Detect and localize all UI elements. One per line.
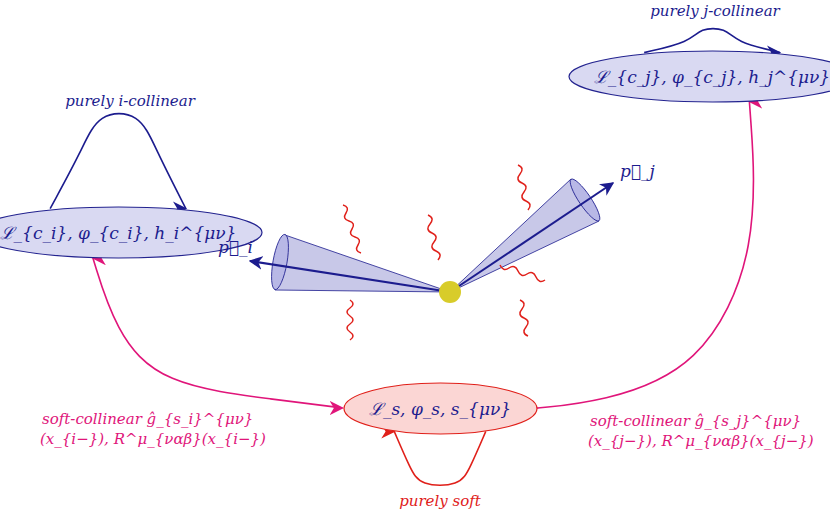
- momentum-label: p⃗_i: [218, 236, 253, 258]
- edge-label: purely j-collinear: [648, 2, 782, 20]
- edge-label-box: purely j-collinear: [630, 2, 800, 22]
- field-content: ℒ_{c_j}, φ_{c_j}, h_j^{μν}: [594, 65, 830, 88]
- jet-cone-right: [450, 176, 613, 292]
- ellipse-shape: [569, 51, 830, 102]
- soft-gluons: [343, 165, 545, 340]
- edge-label-box: purely soft: [380, 492, 500, 512]
- coupling-arrow: [538, 102, 754, 408]
- edge-label: soft-collinear ĝ_{s_i}^{μν}(x_{i−}), R^μ…: [40, 410, 268, 448]
- hard-vertex: [439, 281, 461, 303]
- momentum-label: p⃗_j: [620, 160, 655, 182]
- edge-label: soft-collinear ĝ_{s_j}^{μν}(x_{j−}), R^μ…: [588, 412, 816, 450]
- field-ellipse: ℒ_s, φ_s, s_{μν}: [343, 382, 538, 435]
- self-loop-arrow: [50, 114, 186, 209]
- edge-label: purely soft: [397, 492, 483, 510]
- self-loop-arrow: [644, 29, 780, 53]
- edge-label-box: purely i-collinear: [45, 92, 215, 112]
- self-loop-arrow: [394, 431, 486, 485]
- edge-label: purely i-collinear: [63, 92, 197, 110]
- jet-cone-left: [250, 233, 450, 292]
- field-ellipse: ℒ_{c_j}, φ_{c_j}, h_j^{μν}: [568, 50, 830, 103]
- edge-label-box: soft-collinear ĝ_{s_j}^{μν}(x_{j−}), R^μ…: [588, 412, 823, 451]
- coupling-arrow: [93, 258, 343, 408]
- ellipse-shape: [344, 383, 537, 434]
- field-content: ℒ_{c_i}, φ_{c_i}, h_i^{μν}: [0, 221, 236, 244]
- edge-label-box: soft-collinear ĝ_{s_i}^{μν}(x_{i−}), R^μ…: [40, 410, 275, 449]
- field-content: ℒ_s, φ_s, s_{μν}: [369, 397, 511, 420]
- ellipse-shape: [0, 207, 262, 258]
